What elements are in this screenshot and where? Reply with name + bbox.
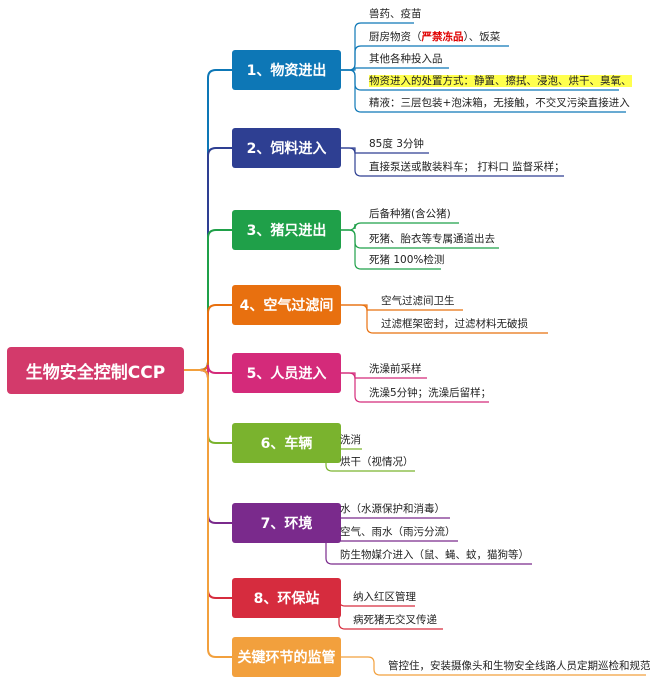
- leaf-connector: [325, 517, 450, 524]
- leaf-item: 空气、雨水（雨污分流）: [340, 525, 456, 539]
- leaf-text: 洗消: [340, 434, 361, 446]
- leaf-text: 纳入红区管理: [353, 591, 416, 603]
- leaf-text: 空气过滤间卫生: [381, 295, 455, 307]
- leaf-text: 死猪、胎衣等专属通道出去: [369, 233, 495, 245]
- leaf-item: 空气过滤间卫生: [381, 294, 455, 308]
- leaf-item: 死猪 100%检测: [369, 253, 444, 267]
- leaf-item: 水（水源保护和消毒）: [340, 502, 445, 516]
- root-connector: [184, 369, 232, 658]
- leaf-connector: [341, 304, 548, 334]
- branch-node[interactable]: 4、空气过滤间: [232, 285, 341, 325]
- root-connector: [184, 304, 232, 371]
- leaf-text: 死猪 100%检测: [369, 254, 445, 266]
- leaf-connector: [341, 222, 459, 231]
- leaf-text: 过滤框架密封，过滤材料无破损: [381, 318, 528, 330]
- leaf-connector: [341, 69, 626, 113]
- leaf-text: 防生物媒介进入（鼠、蝇、蚊，猫狗等）: [340, 549, 529, 561]
- leaf-text: 精液：三层包装+泡沫箱，无接触，不交叉污染直接进入: [369, 97, 630, 109]
- leaf-text: 厨房物资（: [369, 31, 422, 43]
- leaf-item: 其他各种投入品: [369, 52, 443, 66]
- leaf-connector: [341, 372, 489, 403]
- leaf-item: 直接泵送或散装料车； 打料口 监督采样；: [369, 160, 565, 174]
- leaf-item: 管控住，安装摄像头和生物安全线路人员定期巡检和规范: [388, 659, 650, 673]
- leaf-connector: [341, 147, 564, 177]
- leaf-text: 兽药、疫苗: [369, 8, 422, 20]
- leaf-warning-text: 严禁冻品: [421, 31, 464, 43]
- leaf-connector: [341, 67, 449, 71]
- leaf-item: 病死猪无交叉传递: [353, 613, 437, 627]
- leaf-text: 洗澡5分钟；洗澡后留样；: [369, 387, 492, 399]
- leaf-text: 管控住，安装摄像头和生物安全线路人员定期巡检和规范: [388, 660, 650, 672]
- leaf-item: 兽药、疫苗: [369, 7, 422, 21]
- leaf-text: 物资进入的处置方式：静置、擦拭、浸泡、烘干、臭氧、: [369, 75, 632, 87]
- branch-node[interactable]: 3、猪只进出: [232, 210, 341, 250]
- leaf-item: 物资进入的处置方式：静置、擦拭、浸泡、烘干、臭氧、: [369, 74, 632, 88]
- branch-node[interactable]: 5、人员进入: [232, 353, 341, 393]
- branch-node[interactable]: 2、饲料进入: [232, 128, 341, 168]
- leaf-text: ）、饭菜: [463, 31, 501, 43]
- leaf-item: 洗澡前采样: [369, 362, 422, 376]
- leaf-text: 烘干（视情况）: [340, 456, 414, 468]
- leaf-item: 烘干（视情况）: [340, 455, 414, 469]
- leaf-item: 过滤框架密封，过滤材料无破损: [381, 317, 528, 331]
- leaf-text: 空气、雨水（雨污分流）: [340, 526, 456, 538]
- branch-node[interactable]: 6、车辆: [232, 423, 341, 463]
- leaf-item: 死猪、胎衣等专属通道出去: [369, 232, 495, 246]
- leaf-item: 厨房物资（严禁冻品）、饭菜: [369, 30, 500, 44]
- leaf-text: 水（水源保护和消毒）: [340, 503, 445, 515]
- leaf-item: 后备种猪(含公猪): [369, 207, 451, 221]
- leaf-text: 直接泵送或散装料车； 打料口 监督采样；: [369, 161, 565, 173]
- leaf-item: 防生物媒介进入（鼠、蝇、蚊，猫狗等）: [340, 548, 529, 562]
- leaf-text: 洗澡前采样: [369, 363, 422, 375]
- leaf-item: 85度 3分钟: [369, 137, 424, 151]
- branch-node[interactable]: 7、环境: [232, 503, 341, 543]
- leaf-item: 纳入红区管理: [353, 590, 416, 604]
- leaf-connector: [341, 229, 441, 270]
- leaf-text: 病死猪无交叉传递: [353, 614, 437, 626]
- leaf-text: 85度 3分钟: [369, 138, 424, 150]
- leaf-item: 洗澡5分钟；洗澡后留样；: [369, 386, 491, 400]
- branch-node[interactable]: 8、环保站: [232, 578, 341, 618]
- leaf-text: 后备种猪(含公猪): [369, 208, 451, 220]
- branch-node[interactable]: 关键环节的监管: [232, 637, 341, 677]
- leaf-connector: [341, 656, 646, 676]
- root-node[interactable]: 生物安全控制CCP: [7, 347, 184, 394]
- leaf-text: 其他各种投入品: [369, 53, 443, 65]
- leaf-item: 精液：三层包装+泡沫箱，无接触，不交叉污染直接进入: [369, 96, 630, 110]
- leaf-item: 洗消: [340, 433, 361, 447]
- branch-node[interactable]: 1、物资进出: [232, 50, 341, 90]
